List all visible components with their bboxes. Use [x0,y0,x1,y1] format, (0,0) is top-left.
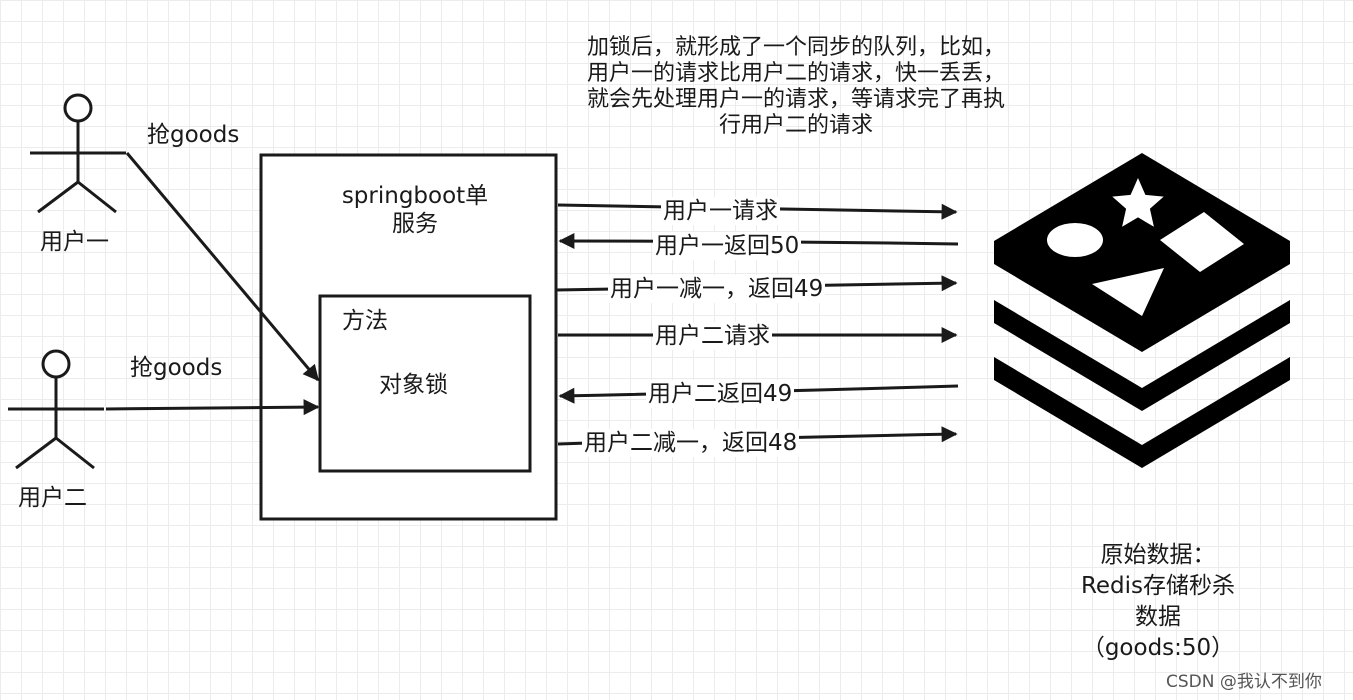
redis-caption: 原始数据： Redis存储秒杀 数据 （goods:50） [1038,540,1278,664]
user-two-action-label: 抢goods [130,355,223,381]
user-two-arrow [105,399,320,416]
user-one-arrow [125,152,320,382]
message-label: 用户二返回49 [646,380,795,408]
lock-label: 对象锁 [379,372,448,398]
watermark: CSDN @我认不到你 [1166,672,1322,692]
redis-stack-icon [994,153,1290,468]
sync-queue-note: 加锁后，就形成了一个同步的队列，比如， 用户一的请求比用户二的请求，快一丢丢， … [548,35,1044,139]
redis-caption-line: Redis存储秒杀 [1080,573,1236,599]
user-one-figure [30,93,126,214]
note-line: 用户一的请求比用户二的请求，快一丢丢， [586,61,1005,86]
redis-caption-line: 数据 [1135,604,1181,630]
user-two-label: 用户二 [18,485,87,511]
user-two-figure [8,349,104,470]
note-line: 行用户二的请求 [718,113,873,138]
message-label: 用户一请求 [661,197,780,225]
message-label: 用户二请求 [653,322,772,350]
message-label: 用户一返回50 [653,232,802,260]
user-one-action-label: 抢goods [147,122,240,148]
note-line: 就会先处理用户一的请求，等请求完了再执 [586,87,1005,112]
service-title: springboot单 服务 [300,182,530,238]
method-box [318,294,532,473]
user-one-label: 用户一 [40,229,109,255]
redis-caption-line: 原始数据： [1100,542,1216,568]
note-line: 加锁后，就形成了一个同步的队列，比如， [586,35,1005,60]
service-title-line1: springboot单 [341,183,489,209]
redis-caption-line: （goods:50） [1081,635,1235,661]
method-title: 方法 [342,308,388,334]
message-label: 用户一减一，返回49 [608,275,826,303]
message-label: 用户二减一，返回48 [582,429,800,457]
service-title-line2: 服务 [392,211,438,237]
